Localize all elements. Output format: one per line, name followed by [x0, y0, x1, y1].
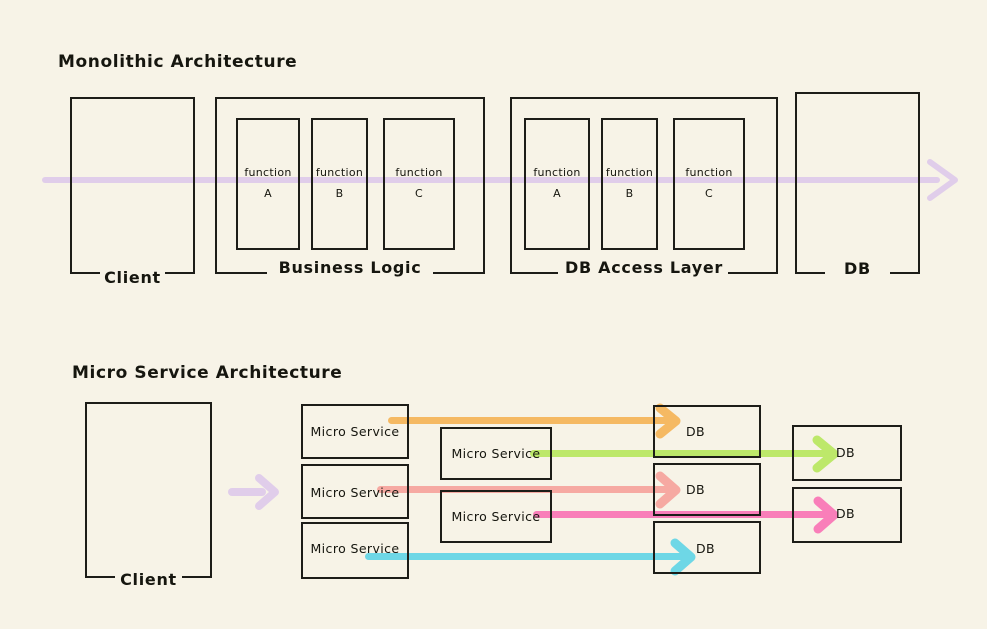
microservice-client-frame-bottom-right: [182, 576, 212, 578]
monolithic-db-frame-bottom-left: [795, 272, 825, 274]
micro-service-label-4: Micro Service: [451, 446, 541, 461]
db-access-function-b: function B: [601, 118, 658, 250]
function-word: function: [685, 166, 733, 180]
function-word: function: [395, 166, 443, 180]
business-logic-function-b: function B: [311, 118, 368, 250]
monolithic-db-frame-bottom-right: [890, 272, 920, 274]
function-letter: A: [264, 187, 272, 200]
db-box-3: [653, 521, 761, 574]
db-label-2: DB: [686, 482, 706, 497]
green-flow-line: [530, 450, 835, 457]
db-access-layer-frame-bottom-right: [728, 272, 778, 274]
function-word: function: [605, 166, 654, 180]
cyan-flow-line: [365, 553, 695, 560]
micro-service-label-1: Micro Service: [310, 424, 400, 439]
db-access-function-c: function C: [673, 118, 745, 250]
function-word: function: [533, 166, 581, 180]
db-box-5: [792, 487, 902, 543]
db-label-3: DB: [696, 541, 716, 556]
business-logic-function-c: function C: [383, 118, 455, 250]
monolithic-section-title: Monolithic Architecture: [58, 52, 298, 72]
microservice-client-frame-bottom-left: [85, 576, 115, 578]
micro-service-box-2: [301, 464, 409, 519]
monolithic-client-label: Client: [104, 268, 161, 287]
microservice-client-flow-line: [228, 488, 266, 496]
green-flow-arrowhead: [812, 435, 839, 473]
micro-service-box-4: [440, 427, 552, 480]
db-label-5: DB: [836, 506, 856, 521]
monolithic-db-frame: [795, 92, 920, 274]
orange-flow-arrowhead: [655, 403, 681, 439]
db-label-1: DB: [686, 424, 706, 439]
function-letter: C: [415, 187, 423, 200]
db-box-4: [792, 425, 902, 481]
function-letter: B: [335, 187, 344, 200]
db-access-function-a: function A: [524, 118, 590, 250]
monolithic-client-frame-bottom-left: [70, 272, 100, 274]
db-access-layer-frame-bottom-left: [510, 272, 558, 274]
db-box-1: [653, 405, 761, 458]
function-word: function: [315, 166, 364, 180]
monolithic-client-frame: [70, 97, 195, 274]
function-letter: C: [705, 187, 713, 200]
db-box-2: [653, 463, 761, 516]
function-letter: A: [553, 187, 561, 200]
microservice-client-frame: [85, 402, 212, 578]
salmon-flow-arrowhead: [655, 471, 681, 509]
db-access-layer-frame: [510, 97, 778, 274]
micro-service-box-5: [440, 490, 552, 543]
pink-flow-arrowhead: [813, 496, 839, 534]
salmon-flow-line: [377, 486, 677, 493]
business-logic-frame: [215, 97, 485, 274]
micro-service-box-3: [301, 522, 409, 579]
db-access-layer-label: DB Access Layer: [564, 258, 724, 277]
monolithic-flow-line: [42, 177, 940, 183]
function-letter: B: [625, 187, 634, 200]
micro-service-label-2: Micro Service: [310, 485, 400, 500]
micro-service-label-3: Micro Service: [310, 541, 400, 556]
microservice-section-title: Micro Service Architecture: [72, 363, 343, 383]
monolithic-db-label: DB: [844, 259, 871, 278]
micro-service-label-5: Micro Service: [451, 509, 541, 524]
business-logic-function-a: function A: [236, 118, 300, 250]
orange-flow-line: [388, 417, 676, 424]
microservice-client-label: Client: [120, 570, 177, 589]
microservice-client-flow-arrowhead: [255, 474, 279, 510]
business-logic-frame-bottom-right: [433, 272, 485, 274]
db-label-4: DB: [836, 445, 856, 460]
micro-service-box-1: [301, 404, 409, 459]
cyan-flow-arrowhead: [670, 538, 696, 576]
monolithic-client-frame-bottom-right: [165, 272, 195, 274]
monolithic-flow-arrowhead: [927, 159, 958, 201]
function-word: function: [244, 166, 292, 180]
business-logic-label: Business Logic: [278, 258, 422, 277]
business-logic-frame-bottom-left: [215, 272, 267, 274]
